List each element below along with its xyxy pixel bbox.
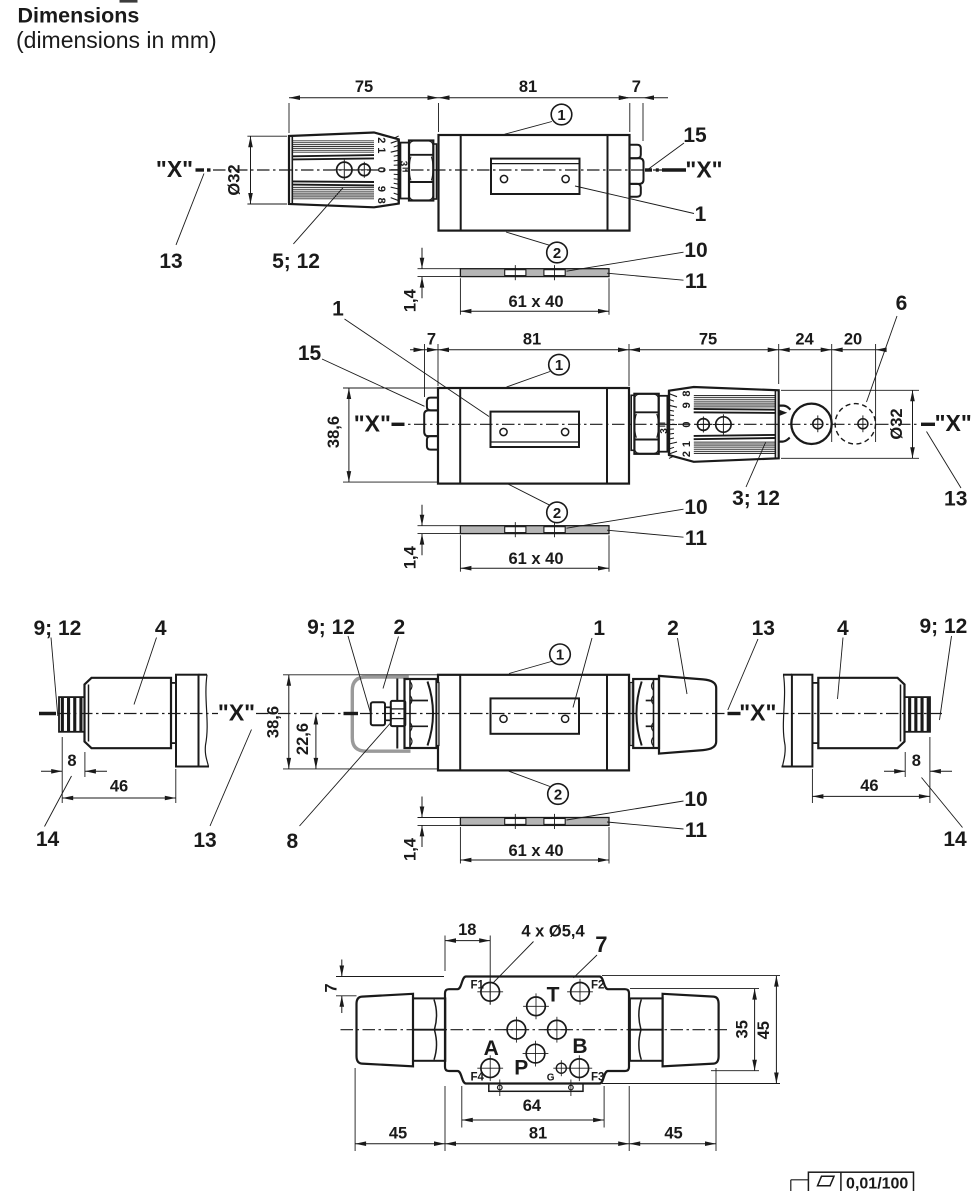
svg-text:1: 1 bbox=[593, 617, 605, 640]
svg-text:0,01/100: 0,01/100 bbox=[846, 1176, 908, 1191]
svg-text:8: 8 bbox=[912, 752, 921, 770]
svg-text:2: 2 bbox=[393, 616, 405, 639]
svg-text:24: 24 bbox=[795, 331, 814, 349]
svg-text:5; 12: 5; 12 bbox=[272, 250, 320, 273]
svg-text:A: A bbox=[484, 1037, 499, 1060]
svg-text:81: 81 bbox=[519, 78, 537, 96]
svg-text:64: 64 bbox=[523, 1097, 542, 1115]
svg-text:22,6: 22,6 bbox=[294, 723, 312, 755]
svg-text:14: 14 bbox=[943, 828, 967, 851]
svg-text:9; 12: 9; 12 bbox=[919, 615, 967, 638]
svg-text:8: 8 bbox=[375, 198, 387, 204]
svg-text:1: 1 bbox=[557, 107, 565, 124]
svg-text:"X": "X" bbox=[156, 156, 193, 182]
svg-text:6: 6 bbox=[896, 292, 908, 315]
svg-text:20: 20 bbox=[844, 331, 862, 349]
svg-text:3: 3 bbox=[398, 161, 409, 167]
svg-text:2: 2 bbox=[554, 786, 562, 803]
svg-text:1: 1 bbox=[555, 357, 563, 374]
svg-text:35: 35 bbox=[734, 1020, 752, 1038]
svg-text:"X": "X" bbox=[685, 157, 722, 183]
svg-text:2: 2 bbox=[667, 617, 679, 640]
svg-text:"X": "X" bbox=[739, 699, 776, 725]
svg-text:1: 1 bbox=[695, 203, 707, 226]
svg-text:15: 15 bbox=[298, 342, 322, 365]
svg-text:7: 7 bbox=[427, 331, 436, 349]
svg-text:9: 9 bbox=[375, 186, 387, 192]
svg-text:13: 13 bbox=[159, 250, 182, 273]
svg-text:Ø32: Ø32 bbox=[226, 164, 244, 195]
svg-text:81: 81 bbox=[529, 1125, 547, 1143]
svg-text:(dimensions in mm): (dimensions in mm) bbox=[16, 27, 217, 53]
svg-text:Ø32: Ø32 bbox=[888, 408, 906, 439]
svg-text:38,6: 38,6 bbox=[265, 706, 283, 738]
svg-text:18: 18 bbox=[458, 921, 476, 939]
svg-text:1: 1 bbox=[556, 647, 564, 664]
svg-text:81: 81 bbox=[523, 331, 541, 349]
svg-text:8: 8 bbox=[286, 830, 298, 853]
svg-text:"X": "X" bbox=[935, 410, 972, 436]
svg-text:7: 7 bbox=[632, 78, 641, 96]
svg-text:7: 7 bbox=[323, 983, 341, 992]
svg-text:P: P bbox=[514, 1057, 528, 1080]
svg-text:75: 75 bbox=[355, 78, 373, 96]
svg-text:45: 45 bbox=[664, 1125, 682, 1143]
svg-text:75: 75 bbox=[699, 331, 717, 349]
svg-text:4 x Ø5,4: 4 x Ø5,4 bbox=[521, 923, 585, 941]
svg-text:46: 46 bbox=[110, 778, 128, 796]
svg-text:9; 12: 9; 12 bbox=[307, 616, 355, 639]
svg-text:3; 12: 3; 12 bbox=[732, 487, 780, 510]
svg-text:Dimensions: Dimensions bbox=[18, 4, 140, 28]
svg-text:B: B bbox=[572, 1035, 587, 1058]
svg-text:38,6: 38,6 bbox=[325, 416, 343, 448]
svg-text:14: 14 bbox=[36, 828, 60, 851]
svg-text:T: T bbox=[547, 984, 560, 1007]
svg-text:45: 45 bbox=[755, 1021, 773, 1039]
svg-text:F3: F3 bbox=[591, 1072, 604, 1084]
svg-text:F1: F1 bbox=[470, 980, 484, 992]
svg-text:4: 4 bbox=[837, 617, 849, 640]
svg-text:8: 8 bbox=[67, 752, 76, 770]
svg-text:2: 2 bbox=[553, 505, 561, 522]
svg-text:1: 1 bbox=[375, 147, 387, 153]
svg-text:2: 2 bbox=[375, 137, 387, 143]
svg-text:45: 45 bbox=[389, 1125, 407, 1143]
svg-text:15: 15 bbox=[683, 124, 707, 147]
svg-text:"X": "X" bbox=[354, 410, 391, 436]
svg-text:9; 12: 9; 12 bbox=[33, 617, 81, 640]
svg-text:F2: F2 bbox=[591, 980, 604, 992]
svg-text:4: 4 bbox=[155, 617, 167, 640]
svg-text:46: 46 bbox=[860, 777, 878, 795]
svg-text:13: 13 bbox=[944, 488, 967, 511]
svg-text:"X": "X" bbox=[218, 700, 255, 726]
svg-text:0: 0 bbox=[375, 167, 387, 173]
svg-text:F4: F4 bbox=[470, 1072, 484, 1084]
svg-text:1: 1 bbox=[332, 298, 344, 321]
svg-text:7: 7 bbox=[595, 932, 607, 957]
svg-text:13: 13 bbox=[193, 829, 216, 852]
svg-text:G: G bbox=[547, 1073, 555, 1084]
svg-text:2: 2 bbox=[553, 245, 561, 262]
svg-text:13: 13 bbox=[752, 617, 775, 640]
